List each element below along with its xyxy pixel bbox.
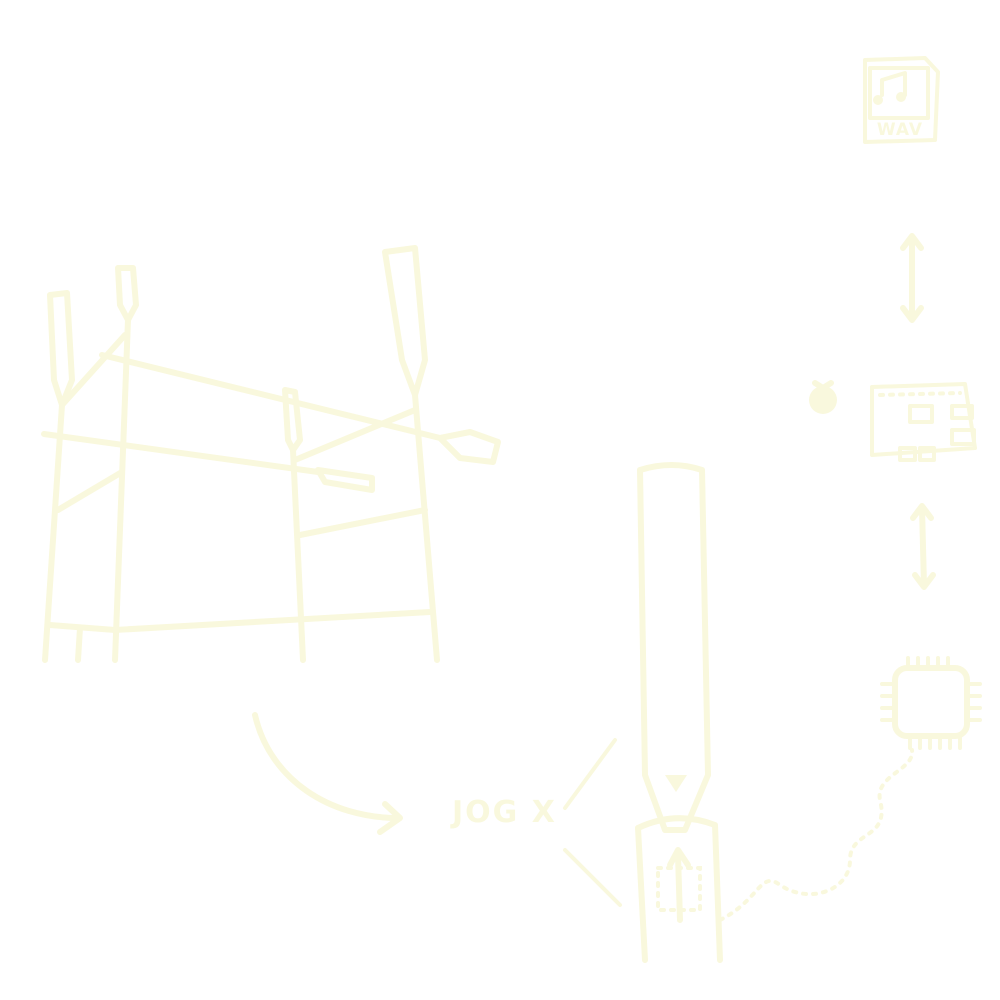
bidirectional-arrow-top [900,233,924,323]
audio-file-icon [863,56,940,144]
curved-arrow [252,712,403,835]
microchip-icon [880,656,982,750]
zoom-lines [563,738,622,907]
dotted-cable [718,748,915,922]
file-icon-text: WAV [876,120,924,140]
bidirectional-arrow-bottom [910,503,936,590]
raspberry-pi-board-icon [870,382,977,462]
needle-loom-structure [41,245,501,663]
raspberry-pi-logo-icon [809,380,837,414]
large-needle [635,462,723,963]
jog-x-label: JOG X [452,795,557,830]
